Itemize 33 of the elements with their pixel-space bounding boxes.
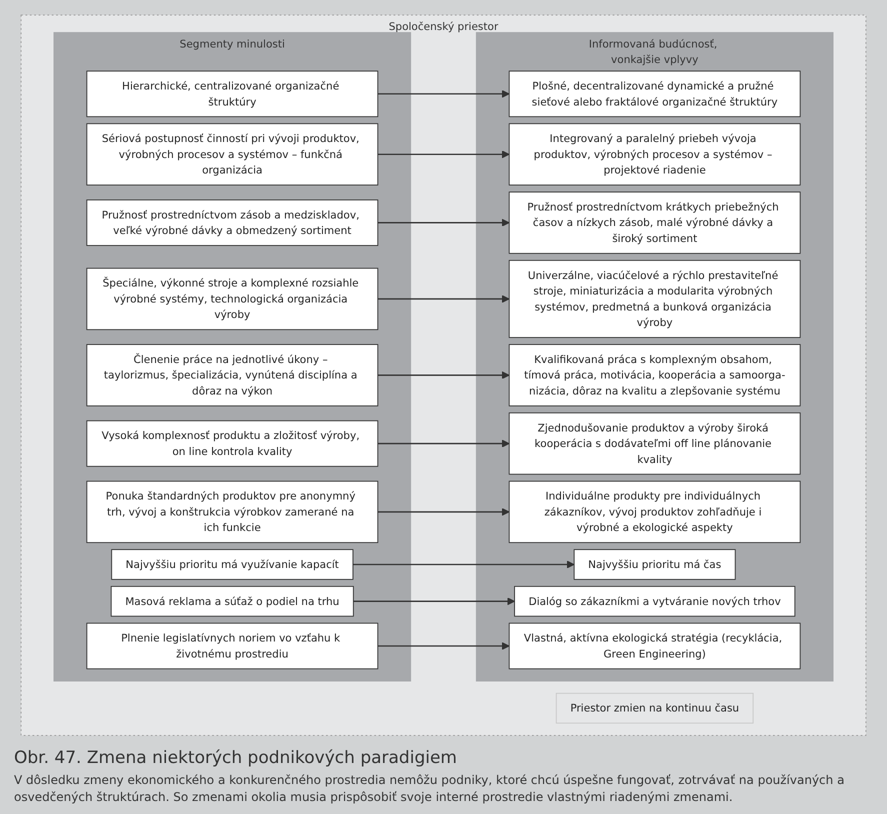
caption-paragraph: V dôsledku zmeny ekonomického a konkurenčného prostredia nemôžu podniky, ktoré chcú úspešne fungovať, zotrvávať na používaných a osvedčených štruktúrach. So zmenami okolia musia prispôsobiť svoje interné prostredie vlastnými riadenými zmenami. — [14, 772, 846, 806]
node-box: Špeciálne, výkonné stroje a komplexné rozsiahle výrobné systémy, technologická organizácia výroby — [86, 268, 378, 330]
node-box: Priestor zmien na kontinuu času — [556, 692, 754, 724]
arrow — [378, 642, 510, 650]
node-box: Dialóg so zákazníkmi a vytváranie nových trhov — [514, 586, 796, 617]
node-box: Vlastná, aktívna ekologická stratégia (recyklácia, Green Engineering) — [508, 622, 801, 670]
node-box: Plošné, decentralizované dynamické a pružné sieťové alebo fraktálové organizačné štruktúry — [508, 70, 801, 118]
node-box: Integrovaný a paralelný priebeh vývoja produktov, výrobných procesov a systémov – projektové riadenie — [508, 123, 801, 186]
node-box: Zjednodušovanie produktov a výroby široká kooperácia s dodávateľmi off line plánovanie kvality — [508, 412, 801, 475]
arrow — [378, 218, 510, 227]
node-box: Najvyššiu prioritu má využívanie kapacít — [111, 549, 354, 580]
node-box: Plnenie legislatívnych noriem vo vzťahu k životnému prostrediu — [86, 622, 378, 670]
figure-caption: Obr. 47. Zmena niektorých podnikových paradigiem — [14, 748, 458, 768]
node-box: Kvalifikovaná práca s komplexným obsahom, tímová práca, motivácia, kooperácia a samoorga-nizácia, dôraz na kvalitu a zlepšovanie systému — [508, 344, 801, 406]
node-box: Najvyššiu prioritu má čas — [574, 549, 736, 580]
node-box: Individuálne produkty pre individuálnych zákazníkov, vývoj produktov zohľadňuje i výrobné a ekologické aspekty — [508, 480, 801, 544]
node-box: Členenie práce na jednotlivé úkony – taylorizmus, špecializácia, vynútená disciplína a dôraz na výkon — [86, 344, 378, 406]
arrow — [378, 440, 510, 448]
arrow — [353, 597, 515, 606]
arrow — [378, 371, 510, 380]
node-box: Pružnosť prostredníctvom krátkych priebežných časov a nízkych zásob, malé výrobné dávky a široký sortiment — [508, 192, 801, 254]
node-box: Pružnosť prostredníctvom zásob a medziskladov, veľké výrobné dávky a obmedzený sortiment — [86, 199, 378, 246]
node-box: Hierarchické, centralizované organizačné štruktúry — [86, 70, 378, 118]
node-box: Univerzálne, viacúčelové a rýchlo prestaviteľné stroje, miniaturizácia a modularita výrobných systémov, predmetná a bunková organizácia výroby — [508, 260, 801, 338]
arrow — [378, 508, 510, 516]
arrow — [378, 295, 510, 303]
node-box: Masová reklama a súťaž o podiel na trhu — [110, 586, 354, 617]
node-box: Sériová postupnosť činností pri vývoji produktov, výrobných procesov a systémov – funkčná organizácia — [86, 123, 378, 186]
node-box: Vysoká komplexnosť produktu a zložitosť výroby, on line kontrola kvality — [86, 420, 378, 467]
node-box: Ponuka štandardných produktov pre anonymný trh, vývoj a konštrukcia výrobkov zamerané na ich funkcie — [86, 480, 378, 544]
arrow — [378, 90, 510, 98]
arrow — [352, 560, 575, 568]
arrow — [378, 150, 510, 158]
